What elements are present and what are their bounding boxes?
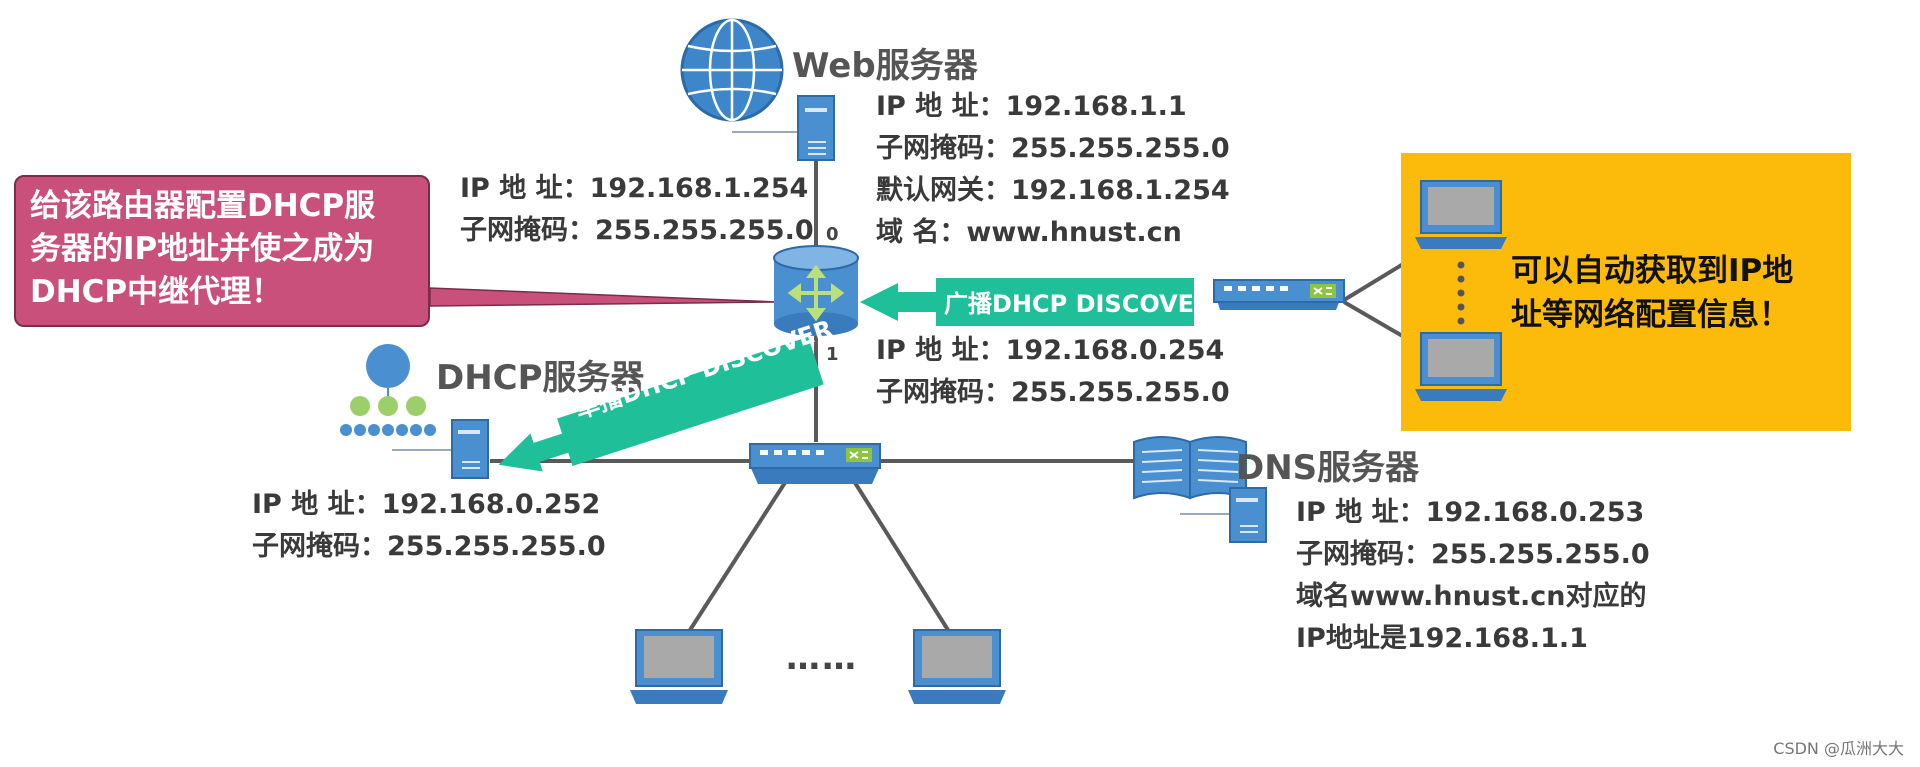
more-devices-ellipsis: …… (786, 638, 858, 678)
vertical-dots (1457, 261, 1465, 325)
router-port1-label: 1 (826, 344, 839, 365)
switch-right-icon (1213, 279, 1345, 310)
dhcp-server-info: IP 地 址：192.168.0.252 子网掩码：255.255.255.0 (252, 484, 606, 568)
callout-right-text: 可以自动获取到IP地 址等网络配置信息！ (1511, 249, 1841, 337)
callout-left-line: DHCP中继代理！ (30, 274, 283, 310)
dhcp-server-icon (451, 419, 489, 479)
dns-server-note-line2: IP地址是192.168.1.1 (1296, 623, 1588, 654)
callout-right-line: 址等网络配置信息！ (1511, 297, 1790, 333)
dns-server-title: DNS服务器 (1236, 448, 1420, 488)
switch-center-icon (749, 443, 881, 484)
unicast-arrow (498, 336, 824, 472)
callout-right-box: 可以自动获取到IP地 址等网络配置信息！ (1401, 153, 1851, 431)
web-server-info: IP 地 址：192.168.1.1 子网掩码：255.255.255.0 默认… (876, 86, 1230, 254)
callout-right-devices (1415, 180, 1507, 401)
dns-server-info: IP 地 址：192.168.0.253 子网掩码：255.255.255.0 … (1296, 492, 1650, 660)
globe-icon (680, 18, 784, 122)
callout-left-box: 给该路由器配置DHCP服 务器的IP地址并使之成为 DHCP中继代理！ (14, 175, 430, 327)
laptop-icon (1415, 180, 1507, 249)
router-port1-ip: IP 地 址：192.168.0.254 (876, 335, 1225, 366)
dns-server-note-line1: 域名www.hnust.cn对应的 (1296, 581, 1647, 612)
callout-left-line: 务器的IP地址并使之成为 (30, 231, 375, 267)
web-server-icon (797, 95, 835, 161)
web-server-title: Web服务器 (792, 46, 978, 86)
laptop-icon (1415, 332, 1507, 401)
org-chart-icon (340, 344, 436, 436)
dhcp-server-title: DHCP服务器 (436, 358, 645, 398)
link-switch-pc1 (688, 476, 790, 632)
web-server-domain: 域 名：www.hnust.cn (876, 217, 1182, 248)
web-server-mask: 子网掩码：255.255.255.0 (876, 133, 1230, 164)
router-icon (773, 245, 859, 336)
callout-right-line: 可以自动获取到IP地 (1511, 253, 1794, 289)
laptop-icon (630, 629, 728, 704)
broadcast-arrow-label: 广播DHCP DISCOVER (944, 290, 1213, 318)
laptop-icon (908, 629, 1006, 704)
broadcast-arrow (860, 278, 1194, 326)
router-port0-ip: IP 地 址：192.168.1.254 (460, 173, 809, 204)
dns-server-icon (1229, 487, 1267, 543)
book-icon (1133, 436, 1247, 500)
callout-left-line: 给该路由器配置DHCP服 (30, 188, 376, 224)
dns-server-mask: 子网掩码：255.255.255.0 (1296, 539, 1650, 570)
router-port0-info: IP 地 址：192.168.1.254 子网掩码：255.255.255.0 (460, 168, 814, 252)
web-server-ip: IP 地 址：192.168.1.1 (876, 91, 1187, 122)
router-port1-mask: 子网掩码：255.255.255.0 (876, 377, 1230, 408)
router-port0-label: 0 (826, 224, 839, 245)
watermark: CSDN @瓜洲大大 (1773, 739, 1904, 758)
router-port0-mask: 子网掩码：255.255.255.0 (460, 215, 814, 246)
web-server-gateway: 默认网关：192.168.1.254 (876, 175, 1230, 206)
dhcp-server-ip: IP 地 址：192.168.0.252 (252, 489, 601, 520)
callout-left-pointer (429, 287, 779, 307)
dns-server-ip: IP 地 址：192.168.0.253 (1296, 497, 1645, 528)
router-port1-info: IP 地 址：192.168.0.254 子网掩码：255.255.255.0 (876, 330, 1230, 414)
link-switch-pc2 (850, 476, 950, 632)
dhcp-server-mask: 子网掩码：255.255.255.0 (252, 531, 606, 562)
